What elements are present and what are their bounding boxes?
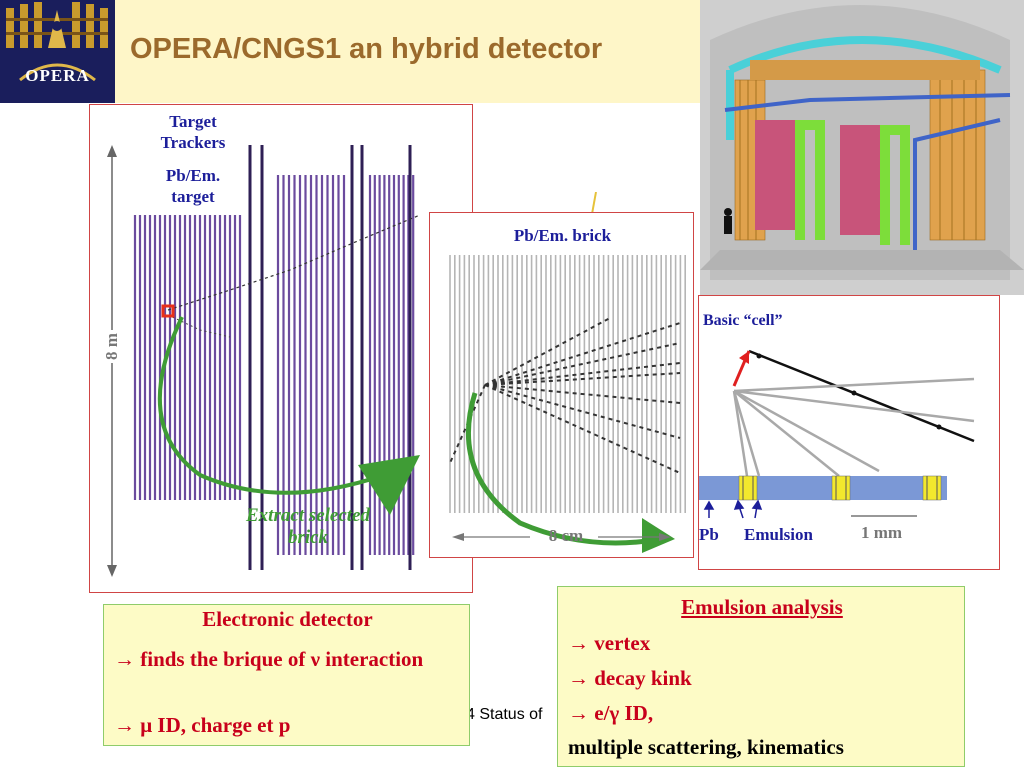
header-band — [0, 0, 700, 103]
slide-footer: 4 Status of — [466, 706, 543, 723]
detector-3d-rendering — [700, 0, 1024, 295]
brick-dimension-label: 8 cm — [548, 526, 584, 545]
detector-planes-drawing — [107, 145, 421, 577]
scale-label: 1 mm — [861, 523, 903, 542]
emulsion-item-vertex: → vertex — [568, 631, 651, 655]
emulsion-last-line: multiple scattering, kinematics — [568, 735, 844, 759]
electronic-detector-panel: Target Trackers Pb/Em. target 8 m Extrac… — [89, 104, 473, 593]
cell-drawing — [699, 349, 975, 519]
cell-title: Basic “cell” — [703, 312, 783, 329]
emulsion-item-e-gamma: → e/γ ID, — [568, 701, 654, 725]
emulsion-box-title: Emulsion analysis — [681, 595, 843, 619]
electronic-box-line2: → μ ID, charge et p — [114, 713, 291, 737]
slide-title: OPERA/CNGS1 an hybrid detector — [130, 33, 603, 65]
logo-text: OPERA — [25, 66, 90, 85]
emulsion-item-decay-kink: → decay kink — [568, 666, 692, 690]
brick-title: Pb/Em. brick — [513, 226, 612, 245]
opera-logo — [0, 0, 115, 103]
basic-cell-panel: Basic “cell” Pb Emulsion 1 mm — [698, 295, 1000, 570]
brick-drawing — [449, 255, 686, 553]
height-dimension-label: 8 m — [102, 330, 122, 363]
emulsion-analysis-box: Emulsion analysis → vertex → decay kink … — [557, 586, 965, 767]
emulsion-label: Emulsion — [744, 525, 813, 544]
decoration-tick — [590, 191, 598, 215]
theater-logo-icon — [0, 0, 115, 103]
extract-brick-label: Extract selected brick — [246, 505, 370, 548]
brick-panel: Pb/Em. brick 8 cm — [429, 212, 694, 558]
target-label: Pb/Em. target — [165, 166, 221, 206]
electronic-box-title: Electronic detector — [202, 607, 373, 631]
electronic-detector-box: Electronic detector → finds the brique o… — [103, 604, 470, 746]
pb-label: Pb — [699, 525, 719, 544]
electronic-box-line1: → finds the brique of ν interaction — [114, 647, 424, 671]
target-trackers-label: Target Trackers — [160, 112, 226, 152]
